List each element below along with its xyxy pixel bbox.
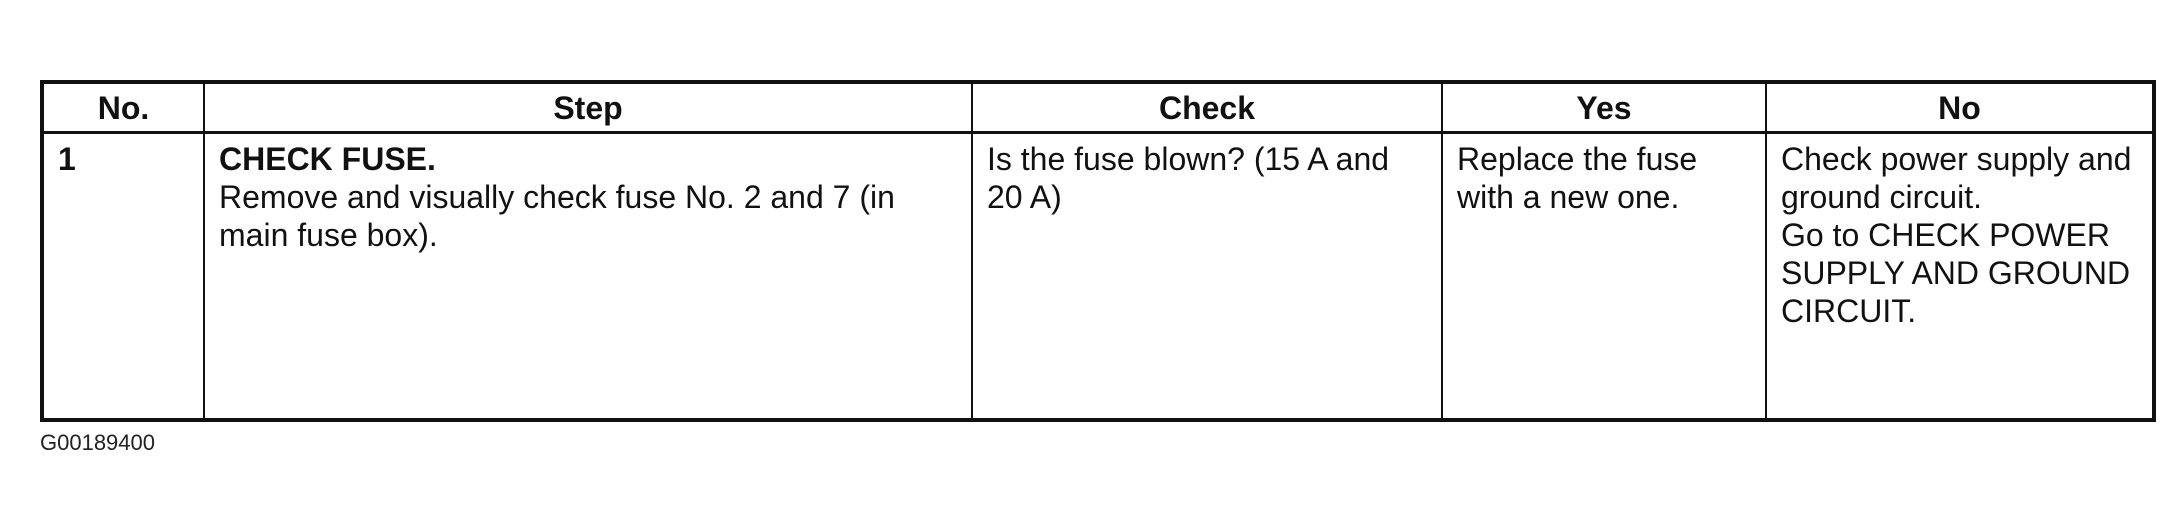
header-yes: Yes [1441,81,1767,134]
table-row: 1 CHECK FUSE. Remove and visually check … [41,131,2155,421]
header-step: Step [203,81,973,134]
table-body: 1 CHECK FUSE. Remove and visually check … [41,131,2155,421]
diagnostic-table: No. Step Check Yes No 1 CHECK FUSE. Remo… [40,80,2156,422]
no-goto-text: Go to CHECK POWER SUPPLY AND GROUND CIRC… [1781,217,2131,329]
row-number: 1 [41,131,205,421]
yes-cell: Replace the fuse with a new one. [1441,131,1767,421]
header-row: No. Step Check Yes No [41,81,2155,134]
no-action-text: Check power supply and ground circuit. [1781,141,2132,215]
figure-code: G00189400 [40,430,155,455]
header-no-result: No [1765,81,2155,134]
table-header: No. Step Check Yes No [41,81,2155,134]
step-cell: CHECK FUSE. Remove and visually check fu… [203,131,973,421]
step-title: CHECK FUSE. [219,141,436,177]
no-result-cell: Check power supply and ground circuit. G… [1765,131,2155,421]
step-body: Remove and visually check fuse No. 2 and… [219,179,895,253]
check-cell: Is the fuse blown? (15 A and 20 A) [971,131,1443,421]
header-no: No. [41,81,205,134]
header-check: Check [971,81,1443,134]
